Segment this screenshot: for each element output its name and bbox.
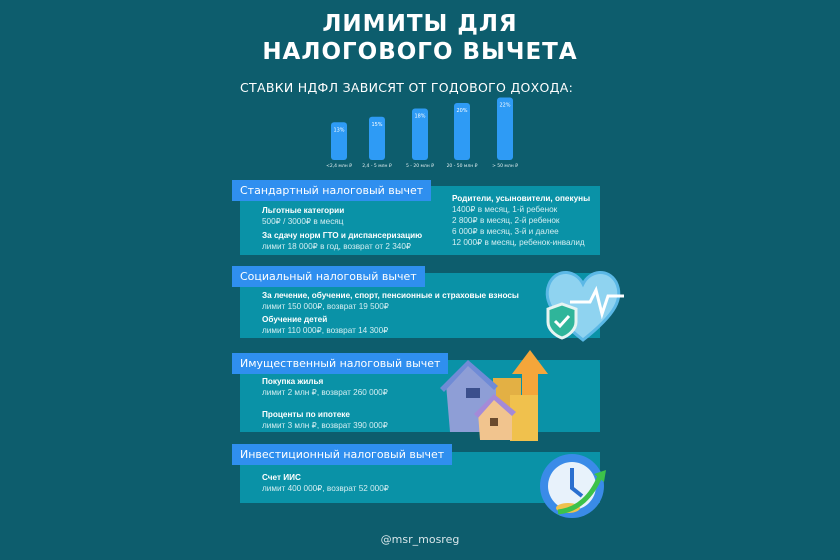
item-text: 6 000₽ в месяц, 3-й и далее — [452, 227, 559, 236]
bar — [454, 103, 470, 160]
tax-rate-chart: 13% <2,4 млн ₽ 15% 2,4 - 5 млн ₽ 18% 5 - 20 м… — [326, 97, 518, 169]
social-deduction-label: Социальный налоговый вычет — [232, 266, 425, 287]
category-label: > 50 млн ₽ — [492, 163, 518, 169]
list-item: Обучение детей лимит 110 000₽, возврат 14… — [262, 314, 388, 336]
item-title: Льготные категории — [262, 206, 345, 215]
category-label: 5 - 20 млн ₽ — [406, 163, 434, 169]
clock-growth-icon — [540, 454, 606, 518]
item-title: Обучение детей — [262, 315, 328, 324]
bar — [497, 97, 513, 160]
list-item: Счет ИИС лимит 400 000₽, возврат 52 000₽ — [262, 472, 389, 494]
item-text: 12 000₽ в месяц, ребенок-инвалид — [452, 238, 585, 247]
item-text: лимит 110 000₽, возврат 14 300₽ — [262, 326, 389, 335]
list-item: За лечение, обучение, спорт, пенсионные … — [262, 290, 519, 312]
bar — [369, 116, 385, 160]
item-text: 1400₽ в месяц, 1-й ребенок — [452, 205, 558, 214]
item-title: Проценты по ипотеке — [262, 410, 350, 419]
item-title: Родители, усыновители, опекуны — [452, 194, 591, 203]
parents-list: Родители, усыновители, опекуны 1400₽ в м… — [452, 193, 590, 248]
heart-shield-icon — [545, 271, 624, 342]
house-coins-icon — [440, 350, 548, 441]
footer-handle: @msr_mosreg — [380, 533, 460, 546]
bar-value-label: 13% — [333, 127, 344, 133]
item-text: лимит 150 000₽, возврат 19 500₽ — [262, 302, 389, 311]
bar-value-label: 15% — [371, 122, 382, 128]
bar-value-label: 22% — [499, 103, 510, 109]
item-text: 2 800₽ в месяц, 2-й ребенок — [452, 216, 560, 225]
list-item: Покупка жилья лимит 2 млн ₽, возврат 260 … — [262, 376, 388, 398]
item-title: За лечение, обучение, спорт, пенсионные … — [262, 291, 519, 300]
investment-deduction-label: Инвестиционный налоговый вычет — [232, 444, 453, 465]
item-title: За сдачу норм ГТО и диспансеризацию — [262, 231, 423, 240]
item-text: лимит 2 млн ₽, возврат 260 000₽ — [262, 388, 388, 397]
list-item: Льготные категории 500₽ / 3000₽ в месяц — [262, 205, 344, 227]
item-text: лимит 400 000₽, возврат 52 000₽ — [262, 484, 389, 493]
item-text: лимит 3 млн ₽, возврат 390 000₽ — [262, 421, 388, 430]
category-label: <2,4 млн ₽ — [326, 163, 352, 169]
item-title: Счет ИИС — [262, 473, 301, 482]
item-title: Покупка жилья — [262, 377, 324, 386]
list-item: Проценты по ипотеке лимит 3 млн ₽, возвра… — [262, 409, 388, 431]
category-label: 2,4 - 5 млн ₽ — [362, 163, 392, 169]
bar-value-label: 18% — [414, 114, 425, 120]
bar — [412, 108, 428, 160]
property-deduction-label: Имущественный налоговый вычет — [232, 353, 449, 374]
item-text: лимит 18 000₽ в год, возврат от 2 340₽ — [262, 242, 412, 251]
list-item: За сдачу норм ГТО и диспансеризацию лимит… — [262, 230, 422, 252]
bar — [331, 122, 347, 160]
standard-deduction-label: Стандартный налоговый вычет — [232, 180, 432, 201]
category-label: 20 - 50 млн ₽ — [447, 163, 478, 169]
bar-value-label: 20% — [456, 108, 467, 114]
subtitle: СТАВКИ НДФЛ ЗАВИСЯТ ОТ ГОДОВОГО ДОХОДА: — [240, 80, 574, 95]
page-title-line1: ЛИМИТЫ ДЛЯ — [322, 11, 518, 37]
page-title-line2: НАЛОГОВОГО ВЫЧЕТА — [262, 39, 578, 65]
item-text: 500₽ / 3000₽ в месяц — [262, 217, 344, 226]
